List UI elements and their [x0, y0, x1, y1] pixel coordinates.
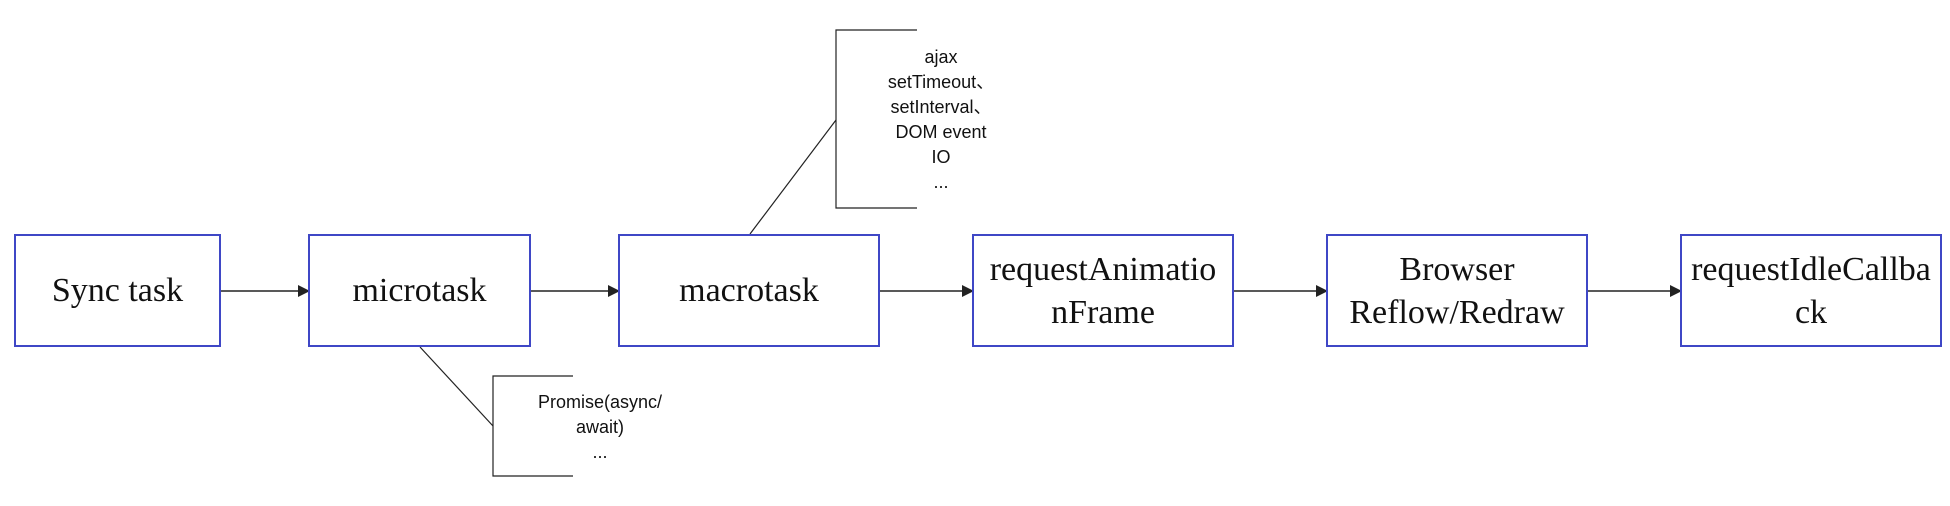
microtask-note-bracket [492, 375, 573, 477]
microtask-note: Promise(async/ await) ... [510, 390, 690, 465]
node-browser-reflow-redraw: Browser Reflow/Redraw [1326, 234, 1588, 347]
microtask-note-line: await) [575, 417, 624, 437]
macrotask-note-bracket [835, 29, 917, 209]
node-browser-reflow-redraw-label: Browser Reflow/Redraw [1349, 250, 1565, 331]
macrotask-note-line: ajax [924, 47, 958, 67]
node-macrotask-label: macrotask [679, 272, 819, 309]
node-request-animation-frame: requestAnimationFrame [972, 234, 1234, 347]
node-macrotask: macrotask [618, 234, 880, 347]
macrotask-note-line: setTimeout、 [887, 72, 995, 92]
microtask-note-line: Promise(async/ [537, 392, 663, 412]
node-sync-task-label: Sync task [51, 272, 184, 309]
macrotask-note-line: ... [933, 172, 949, 192]
microtask-note-connector [419, 346, 494, 427]
macrotask-note-line: IO [931, 147, 951, 167]
node-microtask: microtask [308, 234, 531, 347]
node-sync-task: Sync task [14, 234, 221, 347]
macrotask-note-line: DOM event [895, 122, 987, 142]
node-request-idle-callback: requestIdleCallback [1680, 234, 1942, 347]
node-request-animation-frame-label: requestAnimationFrame [989, 250, 1217, 331]
node-microtask-label: microtask [352, 272, 487, 309]
microtask-note-line: ... [592, 442, 608, 462]
macrotask-note: ajax setTimeout、 setInterval、 DOM event … [851, 45, 1031, 195]
macrotask-note-connector [749, 119, 837, 235]
macrotask-note-line: setInterval、 [890, 97, 992, 117]
node-request-idle-callback-label: requestIdleCallback [1691, 250, 1931, 331]
